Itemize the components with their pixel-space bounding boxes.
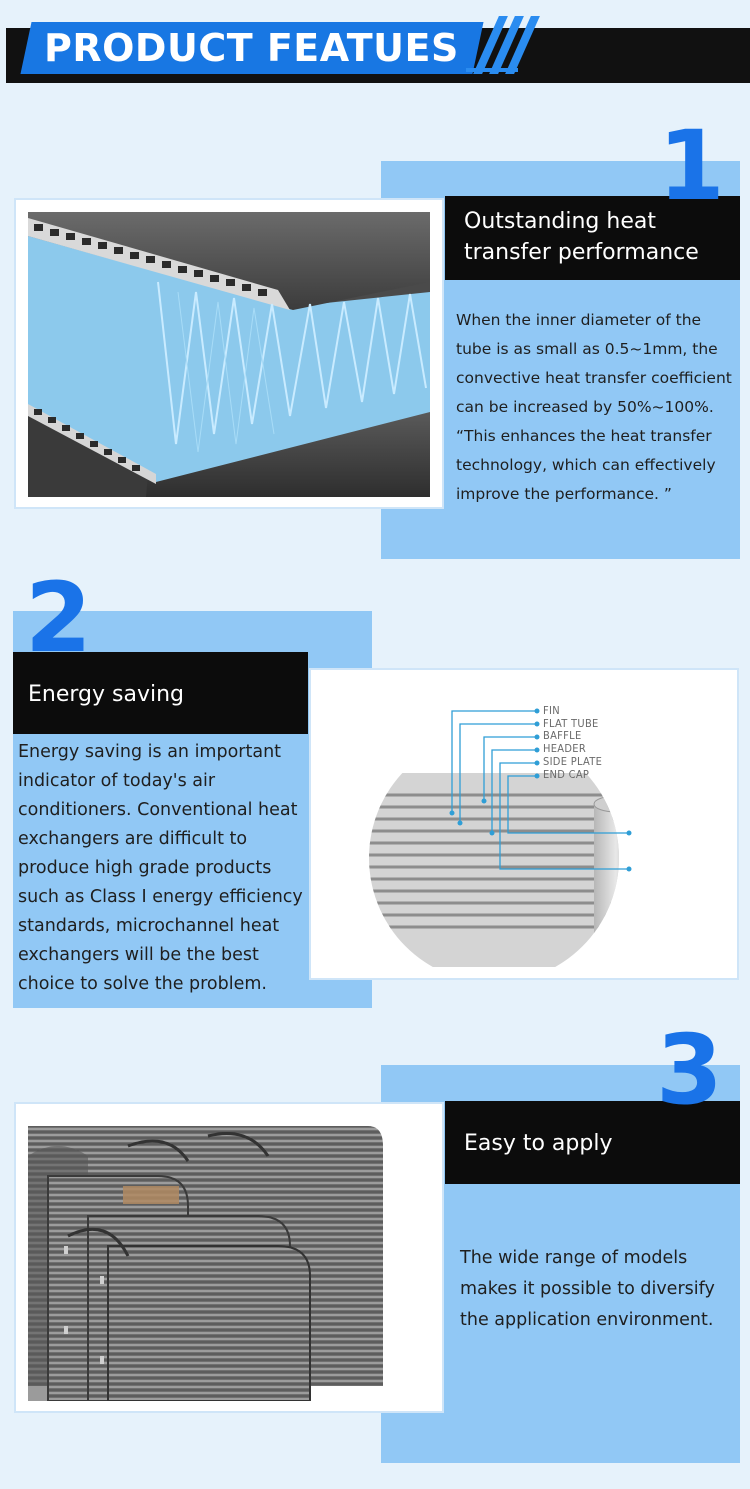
diagram-labels: FIN FLAT TUBE BAFFLE HEADER SIDE PLATE E… <box>543 704 603 781</box>
banner-underline <box>466 68 518 72</box>
feature-2-text: Energy saving is an important indicator … <box>18 742 303 994</box>
diagram-label-flat-tube: FLAT TUBE <box>543 716 599 730</box>
feature-3-text: The wide range of models makes it possib… <box>460 1248 715 1330</box>
feature-2-image-frame: FIN FLAT TUBE BAFFLE HEADER SIDE PLATE E… <box>309 668 739 980</box>
diagram-label-baffle: BAFFLE <box>543 729 582 743</box>
feature-2-title: Energy saving <box>28 682 184 707</box>
feature-3-title: Easy to apply <box>464 1131 613 1156</box>
microchannel-tube-image <box>28 212 430 497</box>
feature-1-image-frame <box>14 198 444 509</box>
exchanger-cross-section-icon <box>369 708 632 967</box>
feature-1-title: Outstanding heat transfer performance <box>464 209 699 265</box>
feature-3-number: 3 <box>656 1014 723 1126</box>
diagram-label-header: HEADER <box>543 742 587 756</box>
feature-1-heading-box: Outstanding heat transfer performance <box>445 196 740 280</box>
diagram-label-fin: FIN <box>543 704 560 717</box>
feature-1-number: 1 <box>658 110 725 222</box>
feature-2-number: 2 <box>25 562 92 674</box>
diagram-label-side-plate: SIDE PLATE <box>543 754 603 768</box>
page-title: PRODUCT FEATUES <box>44 26 459 70</box>
exchanger-diagram: FIN FLAT TUBE BAFFLE HEADER SIDE PLATE E… <box>324 683 726 967</box>
feature-2-heading-box: Energy saving <box>13 652 308 734</box>
feature-1-text: When the inner diameter of the tube is a… <box>456 311 732 503</box>
feature-3-image-frame <box>14 1102 444 1413</box>
bent-exchangers-image <box>28 1116 430 1401</box>
diagram-label-end-cap: END CAP <box>543 767 590 781</box>
feature-3-heading-box: Easy to apply <box>445 1101 740 1184</box>
